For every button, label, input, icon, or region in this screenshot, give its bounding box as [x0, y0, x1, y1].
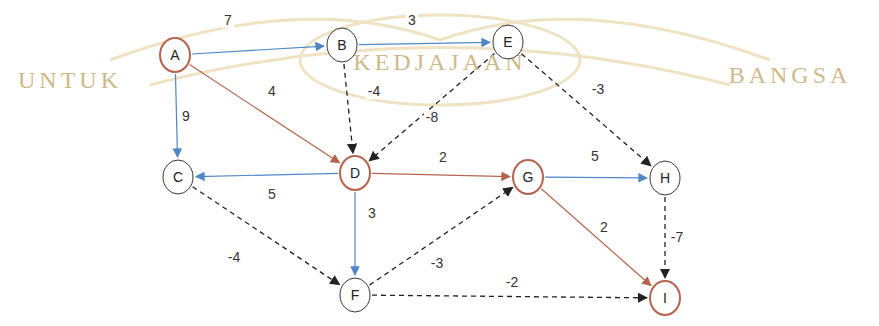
graph-node: F — [339, 277, 371, 313]
graph-edge — [521, 54, 650, 166]
graph-node: C — [162, 159, 194, 195]
graph-edge — [541, 189, 651, 286]
node-label: G — [523, 170, 534, 184]
edge-weight: -8 — [424, 110, 440, 125]
node-label: C — [173, 170, 183, 184]
node-label: E — [503, 35, 512, 49]
edge-weight: 5 — [266, 187, 278, 202]
watermark-ornament — [110, 15, 770, 105]
graph-node: G — [512, 159, 544, 195]
graph-edge — [193, 187, 340, 285]
edge-weight: 7 — [222, 13, 234, 28]
graph-edge — [344, 64, 353, 153]
edge-weight: 5 — [589, 149, 601, 164]
graph-edge — [175, 74, 177, 157]
graph-edge — [370, 187, 513, 285]
graph-node: B — [326, 27, 358, 63]
edge-weight: 3 — [406, 13, 418, 28]
edge-weight: -7 — [669, 230, 685, 245]
graph-node: A — [159, 37, 191, 73]
watermark-text: BANGSA — [729, 62, 852, 89]
graph-edge — [196, 173, 338, 176]
graph-node: I — [649, 280, 681, 316]
graph-edge — [664, 197, 665, 278]
graph-edge — [354, 192, 355, 275]
graph-edge — [372, 173, 510, 176]
watermark-text: UNTUK — [18, 67, 122, 94]
graph-edge — [372, 295, 647, 298]
node-label: H — [660, 171, 670, 185]
edge-weight: 2 — [437, 150, 449, 165]
graph-edge — [190, 65, 340, 163]
graph-node: D — [339, 155, 371, 191]
edge-weight: -3 — [590, 82, 606, 97]
edge-weight: 4 — [266, 84, 278, 99]
graph-edge — [545, 177, 647, 179]
edge-weight: -4 — [226, 250, 242, 265]
edge-weight: 3 — [366, 206, 378, 221]
node-label: F — [351, 288, 360, 302]
graph-edge — [192, 46, 324, 54]
edge-weight: -3 — [429, 256, 445, 271]
node-label: D — [350, 166, 360, 180]
node-label: A — [170, 48, 179, 62]
edge-weight: 9 — [180, 109, 192, 124]
edge-weight: 2 — [598, 220, 610, 235]
node-label: B — [337, 38, 346, 52]
edge-weight: -4 — [366, 84, 382, 99]
graph-node: H — [649, 160, 681, 196]
graph-edge — [359, 42, 490, 44]
graph-node: E — [492, 24, 524, 60]
node-label: I — [663, 291, 667, 305]
edge-weight: -2 — [504, 275, 520, 290]
